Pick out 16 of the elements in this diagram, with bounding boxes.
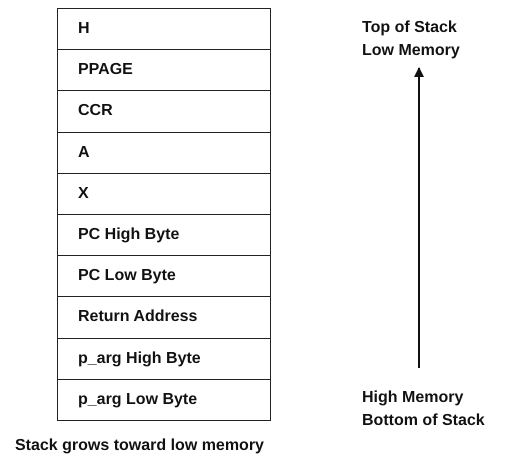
stack-cell: p_arg High Byte (57, 338, 271, 380)
stack-cell: X (57, 172, 271, 215)
memory-note: Top of Stack (362, 18, 458, 38)
stack-cell: Return Address (57, 296, 271, 339)
stack-cell: CCR (57, 90, 271, 133)
stack-cell: PC Low Byte (57, 255, 271, 298)
stack-caption: Stack grows toward low memory (15, 437, 264, 455)
stack-cell: H (57, 8, 271, 50)
arrow (414, 67, 424, 368)
stack-cell: PPAGE (57, 49, 271, 92)
stack-cell: A (57, 132, 271, 174)
stack-cell: p_arg Low Byte (57, 378, 271, 421)
stack-cell: PC High Byte (57, 214, 271, 256)
memory-note: High Memory (362, 388, 464, 408)
memory-note: Low Memory (362, 41, 461, 61)
memory-note: Bottom of Stack (362, 411, 486, 431)
